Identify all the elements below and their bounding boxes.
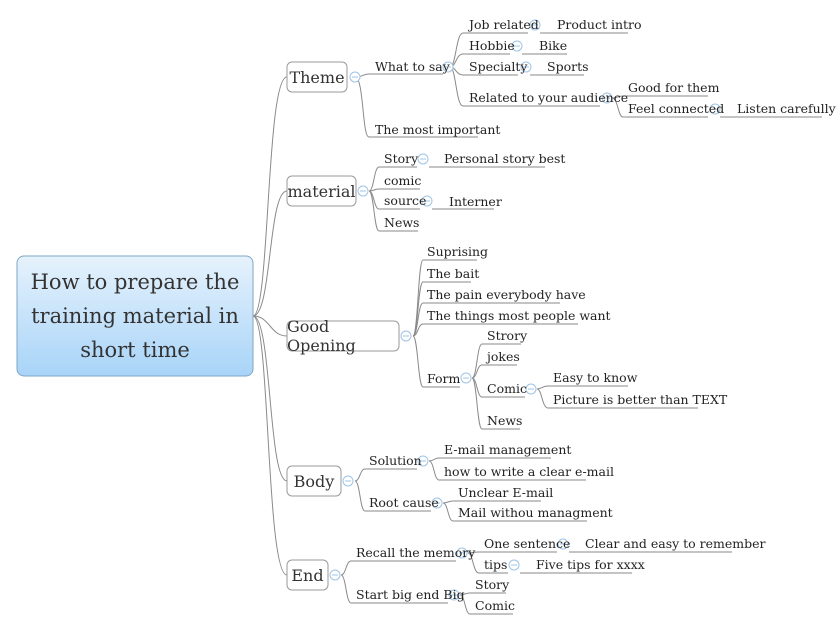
node-strory[interactable]: Strory: [487, 328, 528, 343]
root-node[interactable]: [16, 255, 254, 377]
node-easy-to-know[interactable]: Easy to know: [553, 370, 638, 385]
collapse-icon[interactable]: [709, 103, 721, 115]
connector-root-end: [252, 315, 288, 576]
node-clear-email[interactable]: how to write a clear e-mail: [444, 464, 614, 479]
node-most-important[interactable]: The most important: [375, 122, 501, 137]
connector-root-material: [252, 190, 288, 317]
collapse-icon[interactable]: [456, 547, 468, 559]
node-suprising[interactable]: Suprising: [427, 244, 489, 259]
node-jokes[interactable]: jokes: [487, 349, 520, 364]
node-news[interactable]: News: [487, 413, 523, 428]
node-tips[interactable]: tips: [484, 557, 508, 572]
collapse-icon[interactable]: [417, 455, 429, 467]
node-listen-carefully[interactable]: Listen carefully: [737, 101, 836, 116]
connector-root-opening: [252, 315, 288, 337]
collapse-icon[interactable]: [357, 185, 369, 197]
node-unclear-email[interactable]: Unclear E-mail: [458, 485, 554, 500]
node-specialty[interactable]: Specialty: [469, 59, 528, 74]
collapse-icon[interactable]: [557, 538, 569, 550]
collapse-icon[interactable]: [442, 61, 454, 73]
node-news[interactable]: News: [384, 215, 420, 230]
node-what-to-say[interactable]: What to say: [375, 59, 450, 74]
collapse-icon[interactable]: [448, 589, 460, 601]
node-one-sentence[interactable]: One sentence: [484, 536, 571, 551]
node-pain-everybody-have[interactable]: The pain everybody have: [427, 287, 586, 302]
node-comic[interactable]: Comic: [475, 598, 515, 613]
node-picture-better[interactable]: Picture is better than TEXT: [553, 392, 728, 407]
node-form[interactable]: Form: [427, 371, 461, 386]
node-clear-easy-remember[interactable]: Clear and easy to remember: [585, 536, 766, 551]
collapse-icon[interactable]: [329, 569, 341, 581]
collapse-icon[interactable]: [525, 383, 537, 395]
node-email-management[interactable]: E-mail management: [444, 442, 572, 457]
collapse-icon[interactable]: [601, 92, 613, 104]
collapse-icon[interactable]: [349, 71, 361, 83]
node-mail-without-management[interactable]: Mail withou managment: [458, 505, 613, 520]
connector-root-theme: [252, 76, 288, 317]
node-comic[interactable]: Comic: [487, 381, 527, 396]
collapse-icon[interactable]: [460, 372, 472, 384]
topic-material-box[interactable]: [286, 175, 357, 207]
collapse-icon[interactable]: [400, 330, 412, 342]
topic-end-box[interactable]: [286, 559, 329, 591]
connector-root-body: [252, 315, 288, 482]
node-comic[interactable]: comic: [384, 173, 422, 188]
node-related-audience[interactable]: Related to your audience: [469, 90, 629, 105]
node-solution[interactable]: Solution: [369, 453, 422, 468]
node-interner[interactable]: Interner: [449, 194, 502, 209]
node-feel-connected[interactable]: Feel connected: [628, 101, 725, 116]
node-product-intro[interactable]: Product intro: [557, 17, 642, 32]
node-source[interactable]: source: [384, 193, 427, 208]
collapse-icon[interactable]: [421, 195, 433, 207]
node-recall-memory[interactable]: Recall the memory: [356, 545, 476, 560]
topic-opening-box[interactable]: [286, 320, 400, 352]
node-the-bait[interactable]: The bait: [427, 266, 480, 281]
node-story[interactable]: Story: [475, 577, 510, 592]
topic-body-box[interactable]: [286, 465, 342, 497]
node-five-tips[interactable]: Five tips for xxxx: [536, 557, 645, 572]
node-bike[interactable]: Bike: [539, 38, 568, 53]
node-story[interactable]: Story: [384, 151, 419, 166]
node-job-related[interactable]: Job related: [469, 17, 539, 32]
collapse-icon[interactable]: [520, 61, 532, 73]
collapse-icon[interactable]: [417, 153, 429, 165]
node-good-for-them[interactable]: Good for them: [628, 80, 720, 95]
collapse-icon[interactable]: [342, 475, 354, 487]
node-things-people-want[interactable]: The things most people want: [427, 308, 611, 323]
node-sports[interactable]: Sports: [547, 59, 589, 74]
node-root-cause[interactable]: Root cause: [369, 495, 439, 510]
collapse-icon[interactable]: [529, 19, 541, 31]
node-hobbie[interactable]: Hobbie: [469, 38, 515, 53]
node-start-big-end-big[interactable]: Start big end Big: [356, 587, 465, 602]
collapse-icon[interactable]: [511, 40, 523, 52]
collapse-icon[interactable]: [508, 559, 520, 571]
node-personal-story-best[interactable]: Personal story best: [444, 151, 566, 166]
collapse-icon[interactable]: [431, 497, 443, 509]
topic-theme-box[interactable]: [286, 61, 348, 93]
